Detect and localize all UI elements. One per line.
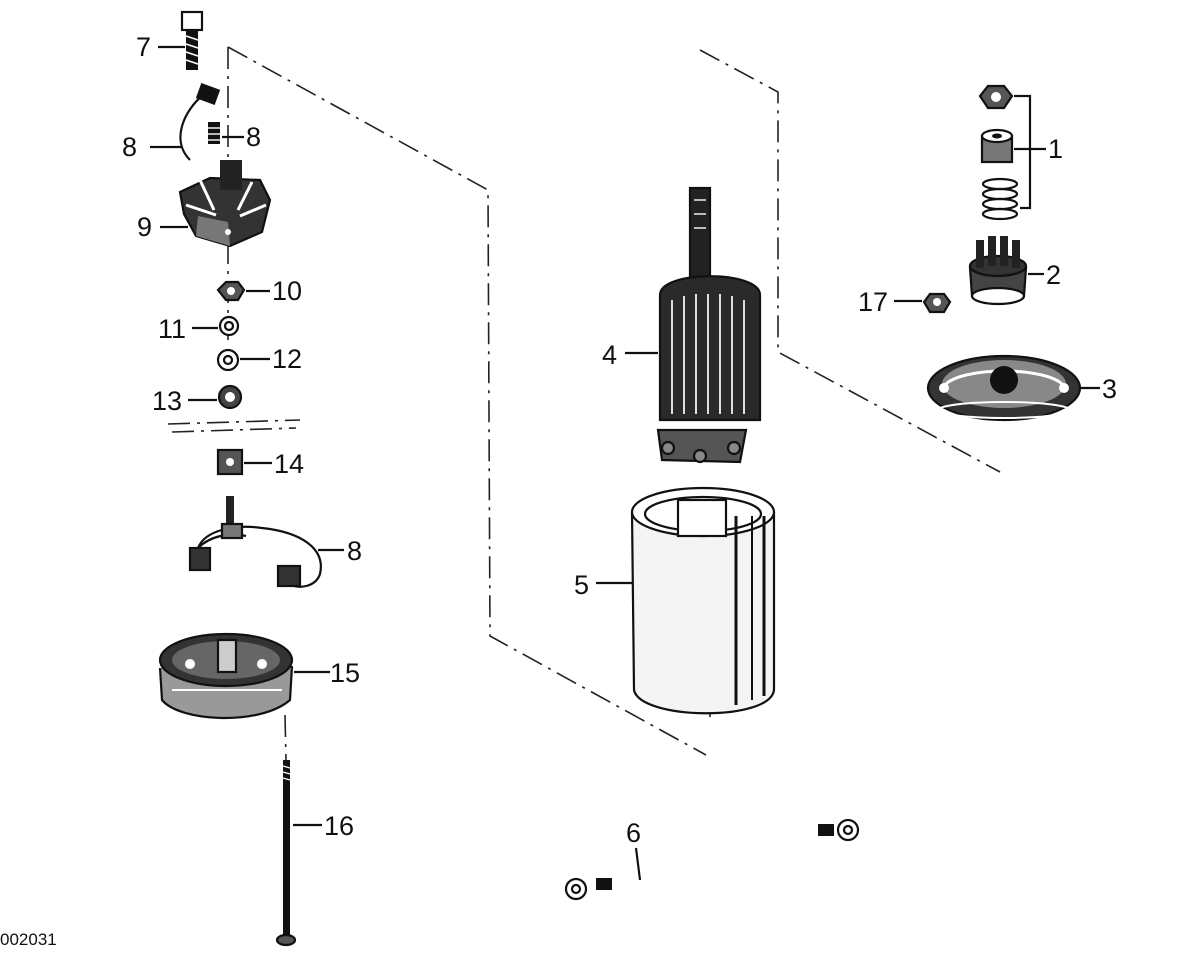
callout-15: 15 xyxy=(330,658,360,688)
callout-5: 5 xyxy=(574,570,589,600)
part-7-bolt xyxy=(180,10,204,70)
part-16-through-bolt xyxy=(275,760,297,947)
part-1-drive-kit xyxy=(978,84,1019,221)
callout-16: 16 xyxy=(324,811,354,841)
callout-14: 14 xyxy=(274,449,304,479)
callout-10: 10 xyxy=(272,276,302,306)
part-2-pinion xyxy=(968,236,1028,306)
callout-1: 1 xyxy=(1048,134,1063,164)
part-5-frame xyxy=(630,486,776,715)
leader-6 xyxy=(634,847,642,881)
part-4-armature xyxy=(656,186,762,464)
part-3-end-plate xyxy=(926,354,1082,422)
part-13-insulator xyxy=(217,384,243,410)
callout-6: 6 xyxy=(626,818,641,848)
part-17-nut xyxy=(922,292,952,314)
leader-1 xyxy=(1014,94,1046,210)
part-11-washer xyxy=(218,315,240,337)
callout-8c: 8 xyxy=(347,536,362,566)
part-12-washer xyxy=(216,348,240,372)
reference-code: 002031 xyxy=(0,930,57,949)
callout-8b: 8 xyxy=(246,122,261,152)
part-10-nut xyxy=(216,280,246,302)
callout-11: 11 xyxy=(158,314,186,344)
callout-12: 12 xyxy=(272,344,302,374)
phantom-lines xyxy=(167,46,1001,761)
part-9-brush-holder xyxy=(178,160,272,248)
part-8-brush-lead xyxy=(179,83,221,161)
callout-13: 13 xyxy=(152,386,182,416)
part-14-terminal-block xyxy=(216,448,244,476)
callout-17: 17 xyxy=(858,287,888,317)
part-6-cable xyxy=(564,818,860,901)
part-8-field-brushes xyxy=(188,496,322,588)
callout-7: 7 xyxy=(136,32,151,62)
callout-4: 4 xyxy=(602,340,617,370)
callout-9: 9 xyxy=(137,212,152,242)
callout-3: 3 xyxy=(1102,374,1117,404)
part-15-end-cap xyxy=(158,632,294,720)
callout-8a: 8 xyxy=(122,132,137,162)
callout-2: 2 xyxy=(1046,260,1061,290)
